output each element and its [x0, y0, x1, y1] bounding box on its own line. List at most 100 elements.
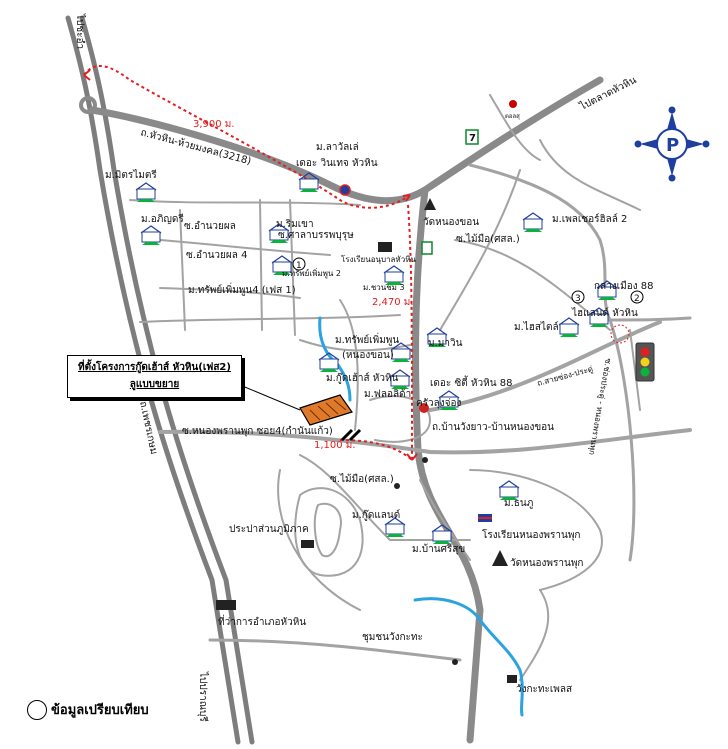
label-district: ที่ว่าการอำเภอหัวหิน: [218, 614, 306, 628]
road-south-4: [208, 638, 462, 662]
road-mid-loop: [369, 395, 431, 443]
road-ne-3: [629, 329, 641, 411]
label-mawin: ม.มาวิน: [428, 338, 463, 349]
house-icon: [389, 369, 411, 389]
label-wangkhatha-palace: วังกะทะเพลส: [516, 684, 572, 695]
road-songpa: [428, 320, 662, 412]
label-highland-1: ไฮแลนด์ หัวหิน: [571, 307, 638, 319]
house-icon: [438, 390, 460, 410]
marker-2-label: 2: [634, 294, 640, 304]
house-icon: [588, 307, 610, 327]
legend-circle-icon: [27, 699, 47, 720]
house-icon: [426, 327, 448, 347]
restaurant-icon: [419, 403, 429, 413]
route-line-1: [83, 65, 411, 209]
waterworks-inner: [313, 502, 342, 558]
label-wangkhatha: ชุมชนวังกะทะ: [362, 632, 423, 643]
road-west-h1: [139, 314, 401, 323]
label-project-small: ม.กู๊ดเฮ้าส์ หัวหิน: [326, 372, 399, 384]
marker-1: [292, 257, 306, 271]
marker-2: [630, 290, 644, 304]
compass-icon: P: [634, 106, 710, 182]
callout-leader: [239, 384, 301, 411]
waterworks-loop: [294, 487, 364, 577]
waterworks-icon: [301, 540, 314, 548]
route-arrow-2: [402, 194, 411, 202]
route: [83, 65, 418, 461]
route-line-2: [407, 204, 413, 461]
road-south-5: [469, 469, 603, 591]
label-pleasure: ม.เพลเชอร์ฮิลล์ 2: [552, 213, 627, 225]
road-huahin-huaimongkol: [88, 76, 604, 205]
label-thanaphu: ม.ธนภู: [504, 498, 533, 509]
house-icon: [390, 342, 412, 362]
label-maimsue-top: ซ.ไม้มือ(ศสล.): [456, 233, 520, 245]
project-parcel: [239, 384, 353, 426]
label-wat-npp: วัดหนองพรานพุก: [510, 558, 584, 569]
marker-1-label: 1: [296, 261, 302, 271]
label-lavalle-2: เดอะ วินเทจ หัวหิน: [296, 158, 378, 169]
interchange: [79, 96, 97, 114]
project-hatch: [309, 399, 347, 421]
label-school: โรงเรียนอนุบาลหัวหิน: [341, 254, 416, 264]
road-ne-1: [489, 94, 541, 161]
label-maimsue-bottom: ซ.ไม้มือ(ศสล.): [330, 473, 394, 485]
label-nongpranphuk4: ซ.หนองพรานพุก ซอย4(กำนันแก้ว): [182, 425, 333, 437]
road-east-3: [439, 169, 521, 331]
house-icon: [522, 212, 544, 232]
highway-line-a: [65, 15, 241, 745]
house-icon: [140, 225, 162, 245]
label-to-cha-am: ไปชะอำ: [74, 13, 86, 49]
house-icon: [298, 172, 320, 192]
label-mitmaitri: ม.มิตรไมตรี: [105, 169, 157, 181]
lavalle-badge-icon: [339, 184, 351, 196]
road-south-6: [519, 589, 550, 681]
road-ne-2: [608, 316, 692, 322]
house-icon: [596, 280, 618, 300]
label-goodland: ม.กู๊ดแลนด์: [352, 509, 400, 521]
label-city88: เดอะ ซิตี้ หัวหิน 88: [430, 375, 512, 389]
highway-line-b: [79, 15, 255, 745]
label-waterworks: ประปาส่วนภูมิภาค: [229, 524, 309, 535]
house-icon: [383, 265, 405, 285]
road-south-1: [299, 454, 471, 541]
house-icon: [271, 255, 293, 275]
label-lavalle-1: ม.ลาวัลเล่: [316, 142, 359, 153]
house-icon: [318, 352, 340, 372]
legend-label: ข้อมูลเปรียบเทียบ: [51, 703, 149, 718]
route-arrow-3: [406, 453, 418, 461]
seven-eleven-icon: [465, 129, 479, 145]
house-icon: [384, 517, 406, 537]
house-icon: [558, 317, 580, 337]
temple-icon-npp: [492, 550, 508, 566]
route-arrow-1: [83, 69, 91, 81]
label-umnuayphol4: ซ.อำนวยผล 4: [186, 250, 247, 261]
river-south: [413, 597, 524, 717]
landmark-icons: 7 ตอลสุ 1 3 2: [216, 100, 644, 683]
house-icon: [268, 223, 290, 243]
label-baansrisuk: ม.บ้านศรีสุข: [412, 543, 465, 555]
legend: ข้อมูลเปรียบเทียบ: [27, 699, 149, 720]
house-icon: [498, 480, 520, 500]
seven-eleven-label: 7: [469, 133, 476, 144]
label-florida: ม.ฟลอลิด้า: [364, 388, 411, 400]
house-icon: [135, 182, 157, 202]
junction-dot-1: [422, 457, 428, 463]
label-chuanchom: ม.ชวนชม 3: [363, 283, 405, 292]
road-west-v1: [259, 199, 263, 331]
label-songpa: ถ.สายซ่อง-ประดู่: [536, 364, 594, 389]
label-rimkhao: ม.ริมเขา: [276, 219, 314, 230]
housing-icons: [135, 172, 618, 544]
label-highland-2: ม.ไฮสไตล์: [514, 321, 559, 333]
label-d1: 3,900 ม.: [193, 119, 235, 130]
flag-icon-npp-stripe: [478, 517, 492, 519]
poi-red-icon: [509, 100, 517, 108]
house-icon: [431, 524, 453, 544]
road-wangyao: [158, 428, 692, 455]
district-office-icon: [216, 600, 236, 610]
marker-3: [571, 290, 585, 304]
junction-red-circle: [610, 324, 630, 344]
label-sapphoem-nk2: (หนองขอน): [342, 350, 394, 361]
label-apinya: ม.อภิญดรี: [141, 213, 184, 225]
project-callout: ที่ตั้งโครงการกู๊ดเฮ้าส์ หัวหิน(เฟส2) ลู…: [67, 355, 242, 398]
